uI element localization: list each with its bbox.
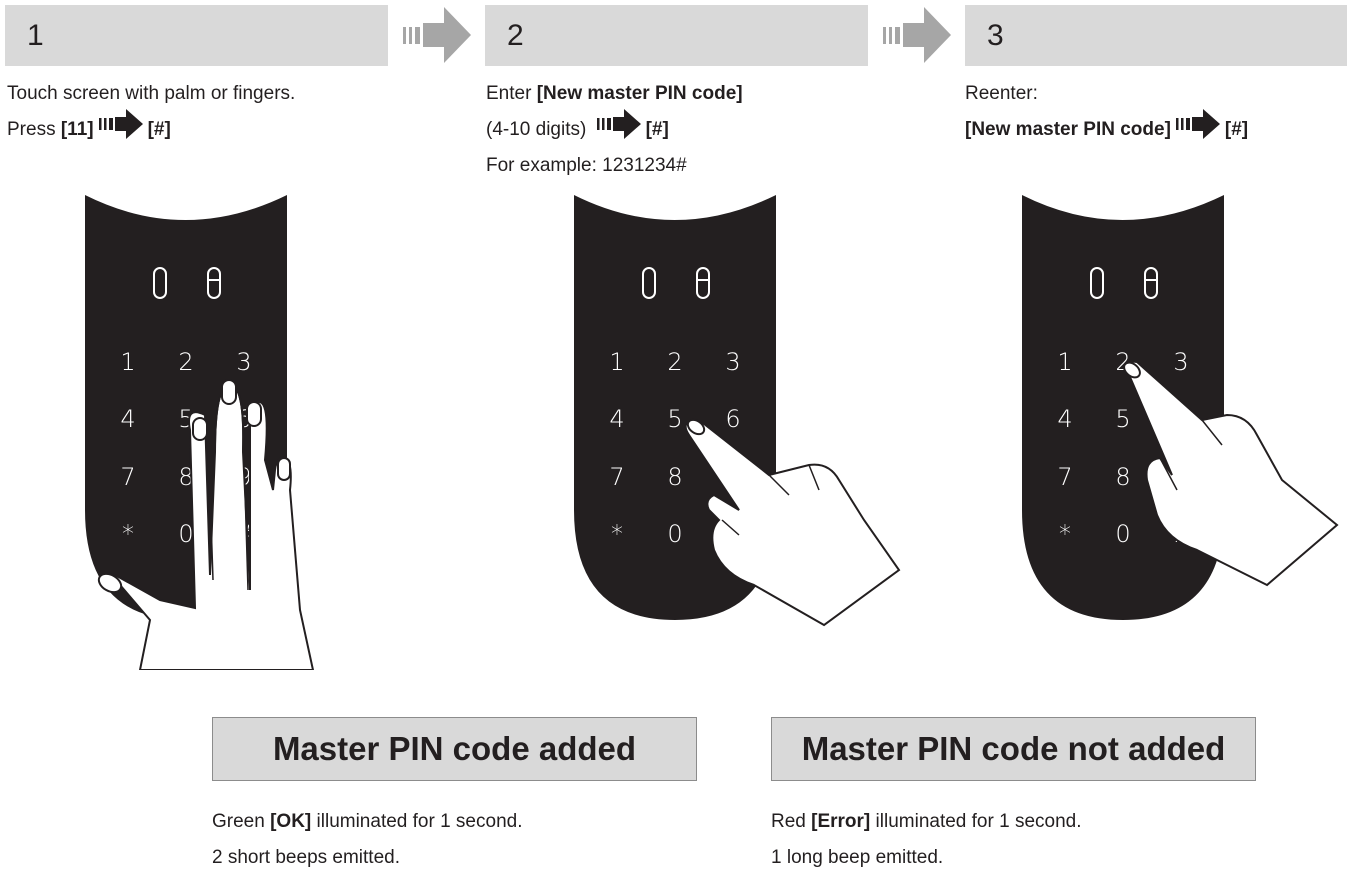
keypad-key-5[interactable]: 5 [1115,405,1130,433]
keypad-key-5[interactable]: 5 [667,405,682,433]
result-success-title: Master PIN code added [212,717,697,781]
keypad-key-0[interactable]: 0 [1115,520,1130,548]
keypad-illustration: 123456789*0# [1022,195,1339,620]
then-arrow-icon [98,108,144,153]
text-segment: illuminated for 1 second. [870,811,1082,832]
text-line: Red [Error] illuminated for 1 second. [771,804,1082,840]
text-segment: 1 long beep emitted. [771,847,944,868]
lock-status-icons [1090,267,1158,299]
keypad-key-2[interactable]: 2 [667,348,682,376]
next-step-arrow-icon [883,7,951,63]
keypad-key-7[interactable]: 7 [1057,463,1072,491]
keypad-key-0[interactable]: 0 [178,520,193,548]
text-line: For example: 1231234# [486,148,743,184]
text-segment: Reenter: [965,83,1038,104]
key-label: [New master PIN code] [536,83,743,104]
step-3-number: 3 [987,19,1004,52]
pointing-hand-icon [684,418,901,627]
keypad-key-2[interactable]: 2 [178,348,193,376]
pointing-hand-icon [1123,360,1339,587]
step-1-header: 1 [5,5,388,66]
keypad-key-star[interactable]: * [1059,520,1071,548]
text-segment: For example: 1231234# [486,155,687,176]
keypad-key-4[interactable]: 4 [120,405,135,433]
text-line: 2 short beeps emitted. [212,840,522,876]
lock-keypad-step-3: 123456789*0# [1022,190,1347,655]
then-arrow-icon [1175,108,1221,153]
next-step-arrow-icon [403,7,471,63]
result-success-description: Green [OK] illuminated for 1 second. 2 sh… [212,804,522,876]
then-arrow-icon [596,108,642,153]
keypad-illustration: 123456789*0# [574,195,901,627]
step-2-header: 2 [485,5,868,66]
step-1-number: 1 [27,19,44,52]
keypad-key-3[interactable]: 3 [725,348,740,376]
keypad-key-1[interactable]: 1 [120,348,135,376]
keypad-key-1[interactable]: 1 [609,348,624,376]
keypad-key-4[interactable]: 4 [1057,405,1072,433]
text-segment: illuminated for 1 second. [311,811,523,832]
text-segment: Red [771,811,812,832]
text-segment: Touch screen with palm or fingers. [7,83,296,104]
keypad-key-7[interactable]: 7 [120,463,135,491]
text-line: (4-10 digits) [#] [486,108,743,148]
text-line: Reenter: [965,76,1248,112]
text-line: Press [11] [#] [7,108,295,148]
keypad-key-0[interactable]: 0 [667,520,682,548]
palm-hand-icon [97,379,315,671]
lock-status-icons [642,267,710,299]
text-line: Green [OK] illuminated for 1 second. [212,804,522,840]
keypad-key-8[interactable]: 8 [178,463,193,491]
key-label: [#] [1224,119,1249,140]
text-segment: 2 short beeps emitted. [212,847,400,868]
text-segment: (4-10 digits) [486,119,592,140]
key-label: [#] [147,119,171,140]
text-line: [New master PIN code] [#] [965,108,1249,148]
keypad-key-star[interactable]: * [122,520,134,548]
result-success-title-text: Master PIN code added [272,730,637,767]
text-segment: Enter [486,83,537,104]
keypad-key-1[interactable]: 1 [1057,348,1072,376]
step-2-number: 2 [507,19,524,52]
keypad-key-8[interactable]: 8 [667,463,682,491]
keypad-key-4[interactable]: 4 [609,405,624,433]
text-segment: Press [7,119,61,140]
key-label: [Error] [811,811,871,832]
keypad-key-star[interactable]: * [611,520,623,548]
keypad-key-6[interactable]: 6 [725,405,740,433]
keypad-key-8[interactable]: 8 [1115,463,1130,491]
step-2-instructions: Enter [New master PIN code](4-10 digits)… [486,76,743,184]
result-failure-title-text: Master PIN code not added [801,730,1226,767]
step-1-instructions: Touch screen with palm or fingers. Press … [7,76,295,148]
key-label: [11] [60,119,94,140]
lock-status-icons [153,267,221,299]
result-failure-description: Red [Error] illuminated for 1 second. 1 l… [771,804,1082,876]
key-label: [#] [645,119,669,140]
keypad-illustration: 123456789*0# [85,195,315,671]
text-line: 1 long beep emitted. [771,840,1082,876]
step-3-instructions: Reenter: [New master PIN code] [#] [965,76,1248,148]
result-failure-title: Master PIN code not added [771,717,1256,781]
key-label: [New master PIN code] [965,119,1171,140]
keypad-key-3[interactable]: 3 [1173,348,1188,376]
step-3-header: 3 [965,5,1347,66]
key-label: [OK] [270,811,312,832]
text-line: Touch screen with palm or fingers. [7,76,295,112]
keypad-key-7[interactable]: 7 [609,463,624,491]
text-segment: Green [212,811,271,832]
lock-keypad-step-1: 123456789*0# [85,190,325,675]
lock-keypad-step-2: 123456789*0# [574,190,904,655]
text-line: Enter [New master PIN code] [486,76,743,112]
keypad-key-3[interactable]: 3 [236,348,251,376]
